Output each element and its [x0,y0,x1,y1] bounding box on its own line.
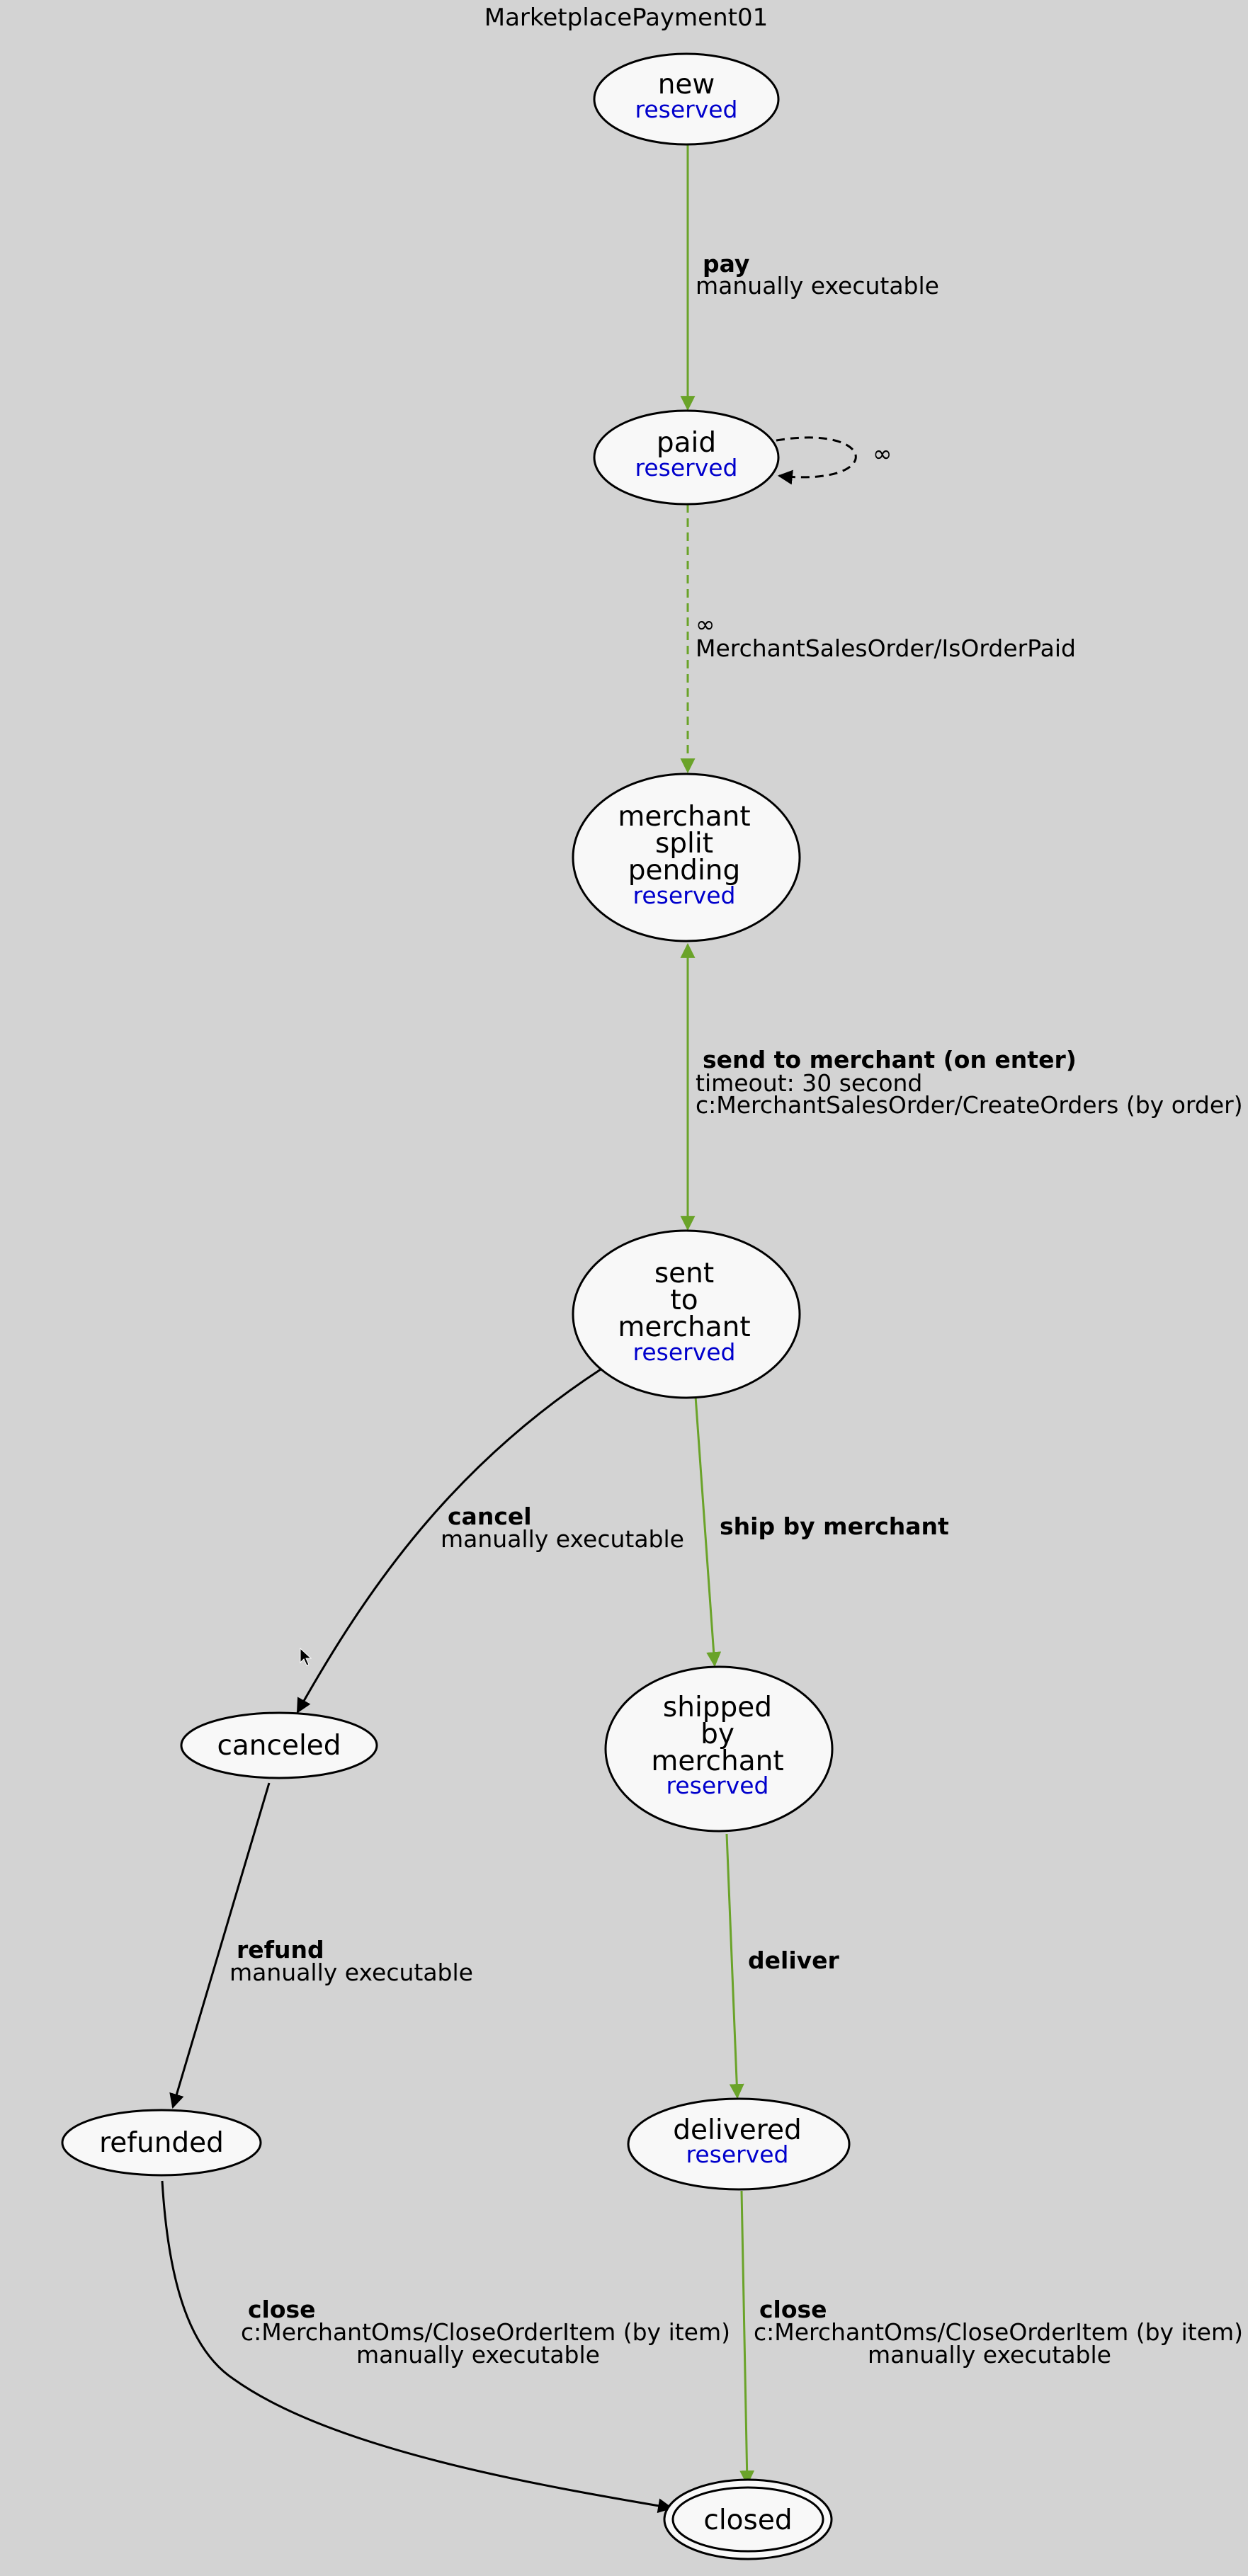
edge-label-line: manually executable [441,1525,684,1553]
edge-label-title: pay [703,250,749,278]
state-node-merchant-split-pending[interactable]: merchant split pending reserved [572,773,801,942]
state-name-line: to [670,1284,698,1316]
state-name: refunded [99,2127,224,2159]
edge-label-title: refund [237,1936,324,1964]
edge-label-line: c:MerchantOms/CloseOrderItem (by item) [754,2318,1243,2346]
nodes: new reserved paid reserved merchant spli… [61,52,851,2560]
edge-label-cancel: cancel manually executable [441,1503,684,1553]
edge-label-title: send to merchant (on enter) [703,1046,1077,1073]
state-name: paid [657,427,716,459]
state-reserved-flag: reserved [635,96,738,123]
edge-label-close-left: close c:MerchantOms/CloseOrderItem (by i… [241,2296,730,2369]
state-name: new [658,69,715,101]
state-node-paid[interactable]: paid reserved [593,409,780,506]
edge-labels: pay manually executable ∞ ∞ MerchantSale… [229,250,1243,2369]
state-node-sent-to-merchant[interactable]: sent to merchant reserved [572,1229,801,1399]
state-reserved-flag: reserved [635,454,738,481]
state-name-line: merchant [618,801,750,833]
state-reserved-flag: reserved [686,2141,789,2168]
edge-refund [169,1782,271,2109]
edge-label-line: manually executable [356,2341,600,2369]
edge-label-pay: pay manually executable [696,250,939,300]
state-name-line: merchant [651,1745,783,1777]
edge-close-left [161,2180,674,2514]
edge-close-right [739,2190,755,2486]
edge-label-title: close [759,2296,827,2323]
edge-label-deliver: deliver [748,1947,840,1974]
edge-label-line: ∞ [696,610,715,638]
edge-label-paid-loop: ∞ [873,440,892,467]
state-reserved-flag: reserved [666,1772,769,1799]
edge-label-title: close [248,2296,316,2323]
state-node-shipped-by-merchant[interactable]: shipped by merchant reserved [604,1665,834,1833]
state-name-line: merchant [618,1311,750,1343]
state-name-line: shipped [663,1692,772,1723]
state-name-line: sent [654,1258,714,1289]
edge-label-line: manually executable [229,1959,473,1986]
state-node-closed-final[interactable]: closed [663,2478,833,2560]
state-name: canceled [217,1730,341,1762]
state-name-line: pending [628,855,741,887]
state-name: delivered [673,2114,801,2146]
edge-label-line: timeout: 30 second [696,1069,922,1097]
state-node-refunded[interactable]: refunded [61,2109,262,2177]
state-reserved-flag: reserved [633,882,736,909]
edges [161,144,857,2514]
state-node-delivered[interactable]: delivered reserved [627,2097,851,2191]
state-node-canceled[interactable]: canceled [180,1711,378,1779]
edge-label-line: MerchantSalesOrder/IsOrderPaid [696,634,1076,662]
edge-label-line: manually executable [868,2341,1111,2369]
edge-label-line: c:MerchantSalesOrder/CreateOrders (by or… [696,1091,1243,1119]
edge-label-line: manually executable [696,272,939,300]
edge-label-title: cancel [448,1503,532,1530]
state-node-new[interactable]: new reserved [593,52,780,146]
edge-ship-by-merchant [694,1396,722,1668]
edge-label-ship-by-merchant: ship by merchant [720,1512,949,1540]
edge-label-send-to-merchant: send to merchant (on enter) timeout: 30 … [696,1046,1243,1119]
diagram-title: MarketplacePayment01 [484,4,768,32]
edge-label-line: c:MerchantOms/CloseOrderItem (by item) [241,2318,730,2346]
state-name-line: split [655,828,713,860]
edge-label-is-order-paid: ∞ MerchantSalesOrder/IsOrderPaid [696,610,1076,662]
state-name-line: by [700,1719,734,1750]
edge-paid-loop [776,436,857,485]
edge-deliver [725,1833,744,2099]
edge-label-close-right: close c:MerchantOms/CloseOrderItem (by i… [754,2296,1243,2369]
edge-cancel [296,1368,601,1714]
state-reserved-flag: reserved [633,1338,736,1366]
state-name: closed [703,2504,792,2536]
mouse-cursor-icon [300,1647,312,1666]
edge-label-refund: refund manually executable [229,1936,473,1986]
